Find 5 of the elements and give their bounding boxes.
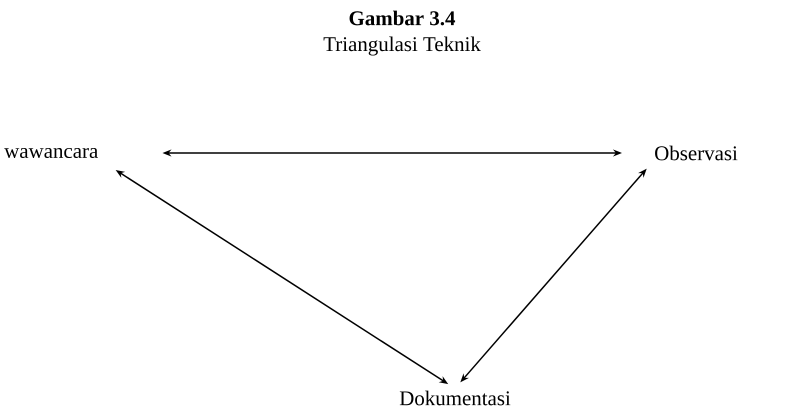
node-label: Dokumentasi bbox=[400, 390, 510, 406]
subtitle: Triangulasi Teknik bbox=[324, 36, 481, 56]
node-label: Observasi bbox=[655, 146, 738, 160]
node-label: wawancara bbox=[4, 148, 98, 158]
title: Gambar 3.4 bbox=[350, 10, 456, 26]
